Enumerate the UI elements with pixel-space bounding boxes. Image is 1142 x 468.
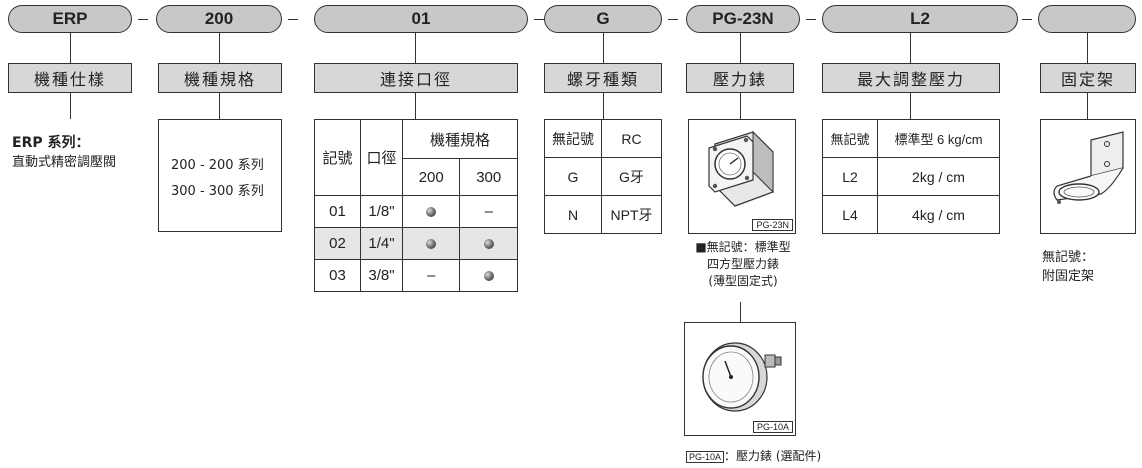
gauge-option-text: ：壓力錶 (選配件) — [724, 449, 822, 463]
connector-line — [910, 93, 911, 119]
table-row: 02 1/4" — [314, 227, 518, 260]
pressure-code: L2 — [822, 157, 878, 196]
connector-line — [1087, 93, 1088, 119]
availability-dot-icon — [401, 227, 461, 260]
code-pill-model: 200 — [156, 5, 282, 33]
port-size: 1/8" — [360, 195, 403, 228]
separator-dash — [138, 19, 148, 20]
erp-series-label: ERP 系列： — [12, 135, 90, 151]
separator-dash — [288, 19, 298, 20]
port-col-size-header: 口徑 — [360, 119, 403, 196]
table-row: L4 4kg / cm — [822, 195, 1000, 234]
max-pressure-table: 無記號 標準型 6 kg/cm L2 2kg / cm L4 4kg / cm — [822, 119, 1000, 234]
header-port: 連接口徑 — [314, 63, 518, 93]
connector-line — [70, 93, 71, 119]
connector-line — [1087, 33, 1088, 63]
header-gauge: 壓力錶 — [686, 63, 794, 93]
port-col-200-header: 200 — [401, 158, 461, 196]
separator-dash — [806, 19, 816, 20]
code-pill-bracket — [1038, 5, 1136, 33]
connector-line — [910, 33, 911, 63]
gauge-image-box-pg23n: PG-23N — [688, 119, 796, 234]
round-pressure-gauge-icon — [702, 342, 782, 412]
separator-dash — [534, 19, 544, 20]
connector-line — [603, 33, 604, 63]
separator-dash — [1022, 19, 1032, 20]
connector-line — [219, 33, 220, 63]
code-pill-port: 01 — [314, 5, 528, 33]
port-code: 01 — [314, 195, 361, 228]
port-size: 3/8" — [360, 259, 403, 292]
header-model: 機種規格 — [158, 63, 282, 93]
connector-line — [70, 33, 71, 63]
port-col-model-header: 機種規格 — [402, 119, 518, 159]
thread-code: 無記號 — [544, 119, 602, 158]
table-row: 無記號 RC — [544, 119, 662, 158]
erp-series-description: 直動式精密調壓閥 — [12, 155, 117, 170]
thread-code: G — [544, 157, 602, 196]
code-pill-gauge: PG-23N — [686, 5, 800, 33]
bracket-note-code: 無記號： — [1042, 250, 1095, 265]
port-size: 1/4" — [360, 227, 403, 260]
thread-type-table: 無記號 RC G G牙 N NPT牙 — [544, 119, 662, 234]
port-size-table: 記號 口徑 機種規格 200 300 01 1/8" – 02 1/4" 03 … — [314, 119, 518, 292]
pressure-value: 標準型 6 kg/cm — [877, 119, 1000, 158]
separator-dash — [668, 19, 678, 20]
bracket-note-description: 附固定架 — [1042, 269, 1095, 284]
connector-line — [415, 93, 416, 119]
model-option-200: 200 - 200 系列 — [171, 158, 264, 173]
availability-dot-icon — [401, 195, 461, 228]
table-row: 無記號 標準型 6 kg/cm — [822, 119, 1000, 158]
connector-line — [740, 33, 741, 63]
unavailable-dash: – — [401, 259, 461, 292]
gauge-note-type: 四方型壓力錶 — [706, 257, 779, 271]
thread-type: G牙 — [601, 157, 662, 196]
code-pill-erp: ERP — [8, 5, 132, 33]
gauge-option-line: PG-10A：壓力錶 (選配件) — [686, 447, 821, 464]
gauge-note-standard: ■無記號：標準型 — [695, 240, 791, 254]
table-row: G G牙 — [544, 157, 662, 196]
mounting-bracket-icon — [1053, 131, 1124, 204]
model-option-300: 300 - 300 系列 — [171, 184, 264, 199]
port-col-code-header: 記號 — [314, 119, 361, 196]
square-pressure-gauge-icon — [708, 130, 774, 207]
header-pressure: 最大調整壓力 — [822, 63, 1000, 93]
pressure-code: L4 — [822, 195, 878, 234]
gauge-option-tag: PG-10A — [686, 451, 725, 463]
header-bracket: 固定架 — [1040, 63, 1136, 93]
header-thread: 螺牙種類 — [544, 63, 662, 93]
thread-code: N — [544, 195, 602, 234]
availability-dot-icon — [459, 259, 518, 292]
thread-type: RC — [601, 119, 662, 158]
code-pill-thread: G — [544, 5, 662, 33]
port-code: 02 — [314, 227, 361, 260]
table-row: 03 3/8" – — [314, 259, 518, 292]
header-spec: 機種仕樣 — [8, 63, 132, 93]
gauge-image-box-pg10a: PG-10A — [684, 322, 796, 436]
bracket-image-box — [1040, 119, 1136, 234]
availability-dot-icon — [459, 227, 518, 260]
table-row: N NPT牙 — [544, 195, 662, 234]
port-col-300-header: 300 — [459, 158, 518, 196]
connector-line — [415, 33, 416, 63]
table-row: L2 2kg / cm — [822, 157, 1000, 196]
unavailable-dash: – — [459, 195, 518, 228]
port-code: 03 — [314, 259, 361, 292]
gauge-model-tag: PG-10A — [752, 421, 793, 433]
gauge-note-mount: (薄型固定式) — [708, 274, 778, 288]
connector-line — [740, 93, 741, 119]
connector-line — [219, 93, 220, 119]
pressure-code: 無記號 — [822, 119, 878, 158]
code-pill-pressure: L2 — [822, 5, 1018, 33]
connector-line — [603, 93, 604, 119]
thread-type: NPT牙 — [601, 195, 662, 234]
pressure-value: 2kg / cm — [877, 157, 1000, 196]
connector-line — [740, 302, 741, 322]
gauge-model-tag: PG-23N — [752, 219, 793, 231]
model-box: 200 - 200 系列 300 - 300 系列 — [158, 119, 282, 232]
table-row: 01 1/8" – — [314, 195, 518, 228]
pressure-value: 4kg / cm — [877, 195, 1000, 234]
